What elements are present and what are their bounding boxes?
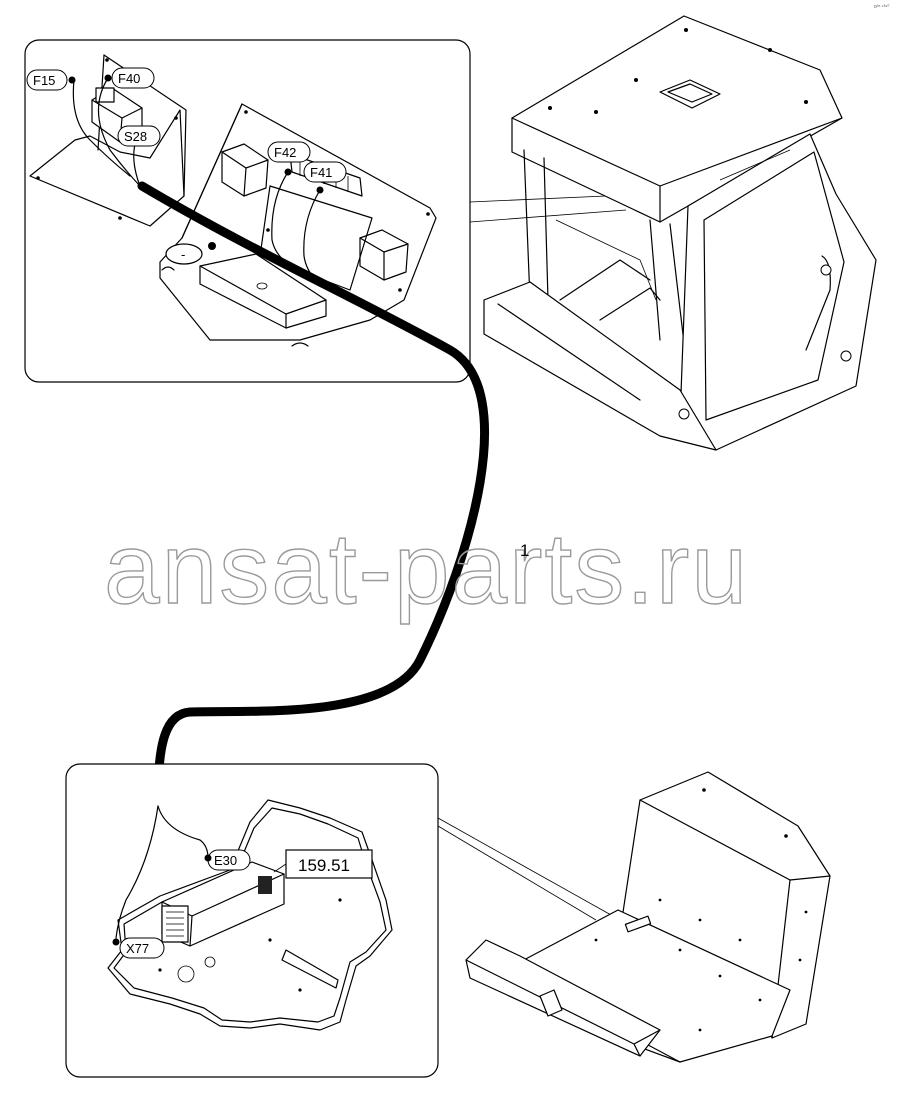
svg-text:F42: F42 (274, 145, 296, 160)
detail-frame-top: - F15 F40 S28 (24, 39, 471, 383)
callout-s28: S28 (117, 125, 161, 147)
leader-lines-top (469, 195, 627, 223)
svg-text:F40: F40 (118, 71, 140, 86)
detail-frame-bottom: E30 X77 159.51 (65, 763, 439, 1078)
callout-f15: F15 (26, 69, 76, 91)
svg-text:F15: F15 (33, 73, 55, 88)
main-harness (137, 181, 490, 787)
reference-box: 159.51 (273, 849, 373, 879)
callout-f41: F41 (303, 161, 347, 194)
svg-text:F41: F41 (310, 165, 332, 180)
watermark: ansat-parts.ru (104, 513, 749, 625)
cab-floor (465, 771, 831, 1063)
callout-f42: F42 (267, 141, 311, 176)
leader-lines-bottom (437, 817, 621, 921)
callout-e30: E30 (204, 849, 251, 871)
corner-marking: o³⁵ ¹³⁹⁰ (874, 4, 889, 10)
svg-text:S28: S28 (124, 129, 147, 144)
svg-text:159.51: 159.51 (298, 856, 350, 875)
minus-sign: - (181, 247, 185, 262)
svg-text:E30: E30 (214, 853, 237, 868)
callout-f40: F40 (104, 67, 155, 89)
svg-text:X77: X77 (126, 941, 149, 956)
cab-frame (483, 15, 877, 451)
item-number: 1 (520, 541, 529, 560)
callout-x77: X77 (112, 937, 165, 959)
